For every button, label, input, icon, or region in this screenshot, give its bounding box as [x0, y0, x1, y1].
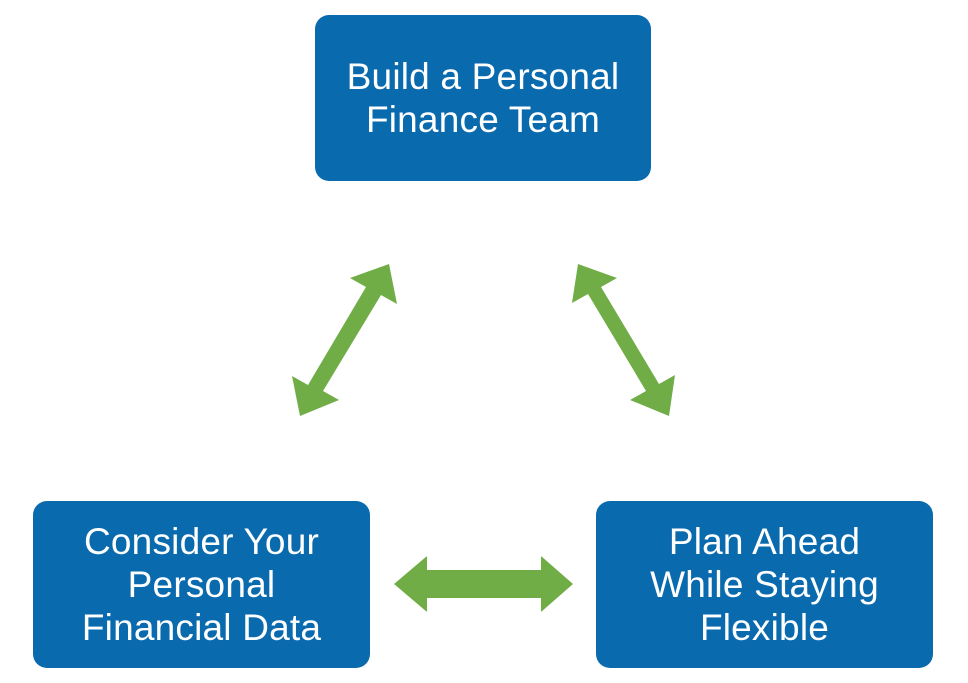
double-arrow-left-right — [394, 556, 573, 612]
double-arrow-top-left — [292, 264, 397, 416]
double-arrow-top-right — [572, 264, 675, 416]
node-build-personal-finance-team: Build a Personal Finance Team — [315, 15, 651, 181]
node-label: Consider Your Personal Financial Data — [81, 521, 322, 648]
node-consider-personal-financial-data: Consider Your Personal Financial Data — [33, 501, 370, 668]
node-plan-ahead-while-staying-flexible: Plan Ahead While Staying Flexible — [596, 501, 933, 668]
node-label: Plan Ahead While Staying Flexible — [650, 521, 879, 648]
node-label: Build a Personal Finance Team — [346, 56, 620, 140]
